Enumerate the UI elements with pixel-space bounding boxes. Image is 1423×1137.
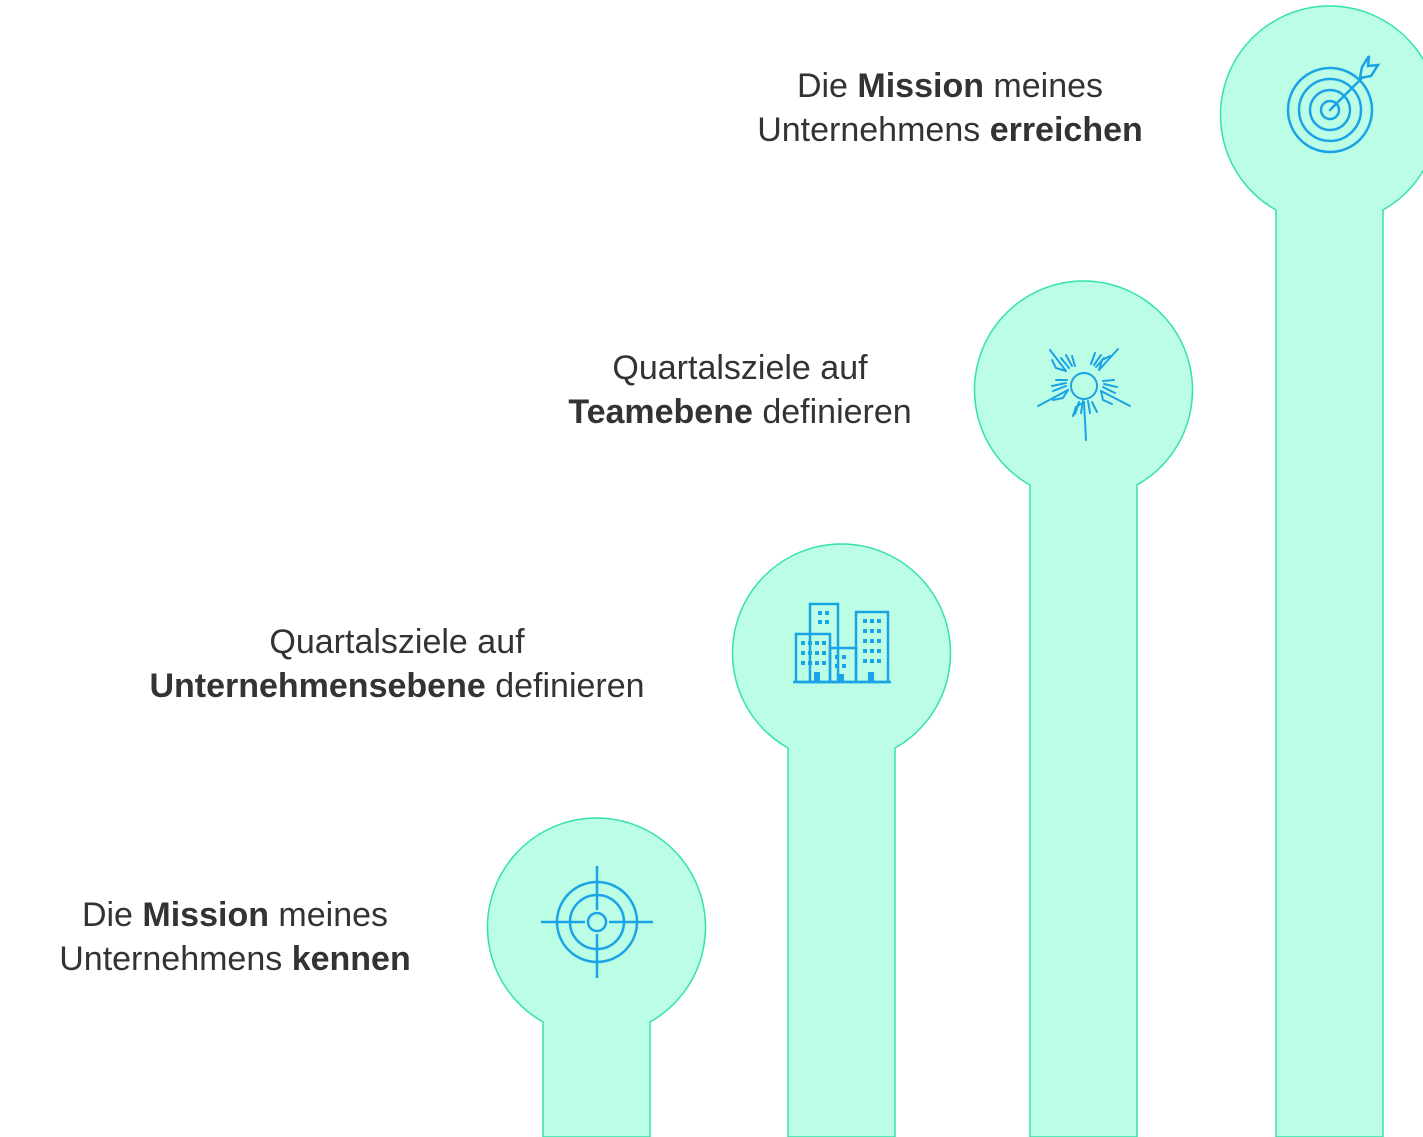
pillar-step-4 (1219, 5, 1423, 1137)
team-hands-icon (1037, 348, 1131, 441)
pillar-step-3 (973, 280, 1194, 1137)
step-2-label: Quartalsziele auf Unternehmensebene defi… (149, 623, 645, 705)
office-buildings-icon (793, 602, 891, 684)
pillar-step-2 (731, 543, 952, 1137)
step-3-label: Quartalsziele auf Teamebene definieren (568, 349, 912, 431)
step-4-label: Die Mission meines Unternehmens erreiche… (757, 67, 1143, 149)
crosshair-icon (541, 866, 653, 978)
target-arrow-icon (1286, 55, 1381, 154)
step-1-label: Die Mission meines Unternehmens kennen (59, 896, 411, 978)
